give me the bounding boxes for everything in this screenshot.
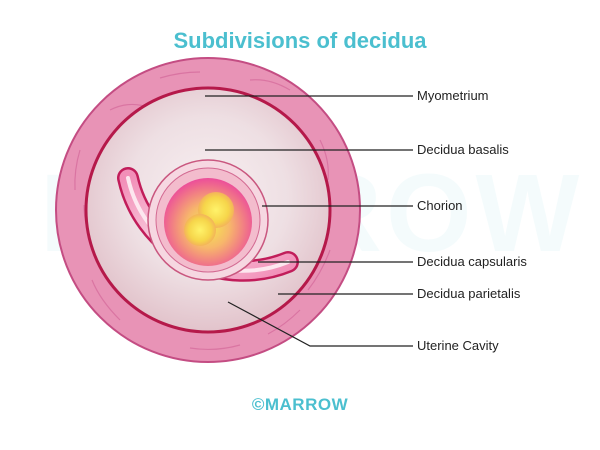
label-uterine-cavity: Uterine Cavity — [417, 338, 499, 353]
label-decidua-basalis: Decidua basalis — [417, 142, 509, 157]
leader-lines — [205, 95, 413, 347]
label-decidua-capsularis: Decidua capsularis — [417, 254, 527, 269]
label-myometrium: Myometrium — [417, 88, 489, 103]
copyright-mark: ©MARROW — [251, 395, 349, 414]
diagram-title: Subdivisions of decidua — [173, 28, 427, 53]
embryo-disc — [184, 214, 216, 246]
label-chorion: Chorion — [417, 198, 463, 213]
label-decidua-parietalis: Decidua parietalis — [417, 286, 521, 301]
